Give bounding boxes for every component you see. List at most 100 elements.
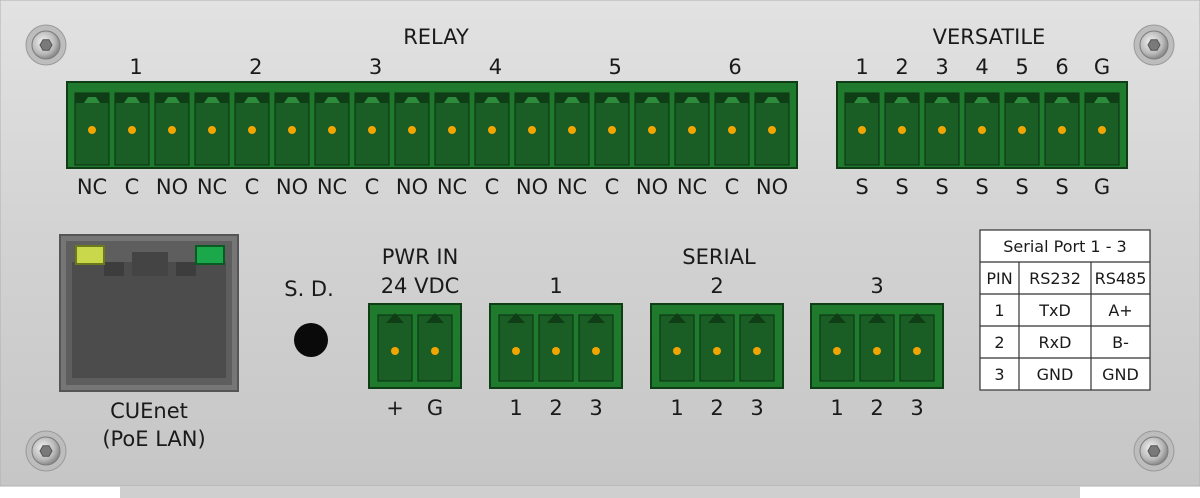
terminal-slot[interactable] xyxy=(964,92,1000,166)
serial-table-cell: A+ xyxy=(1108,301,1132,320)
relay-pin-label: C xyxy=(125,175,140,199)
pin-dot xyxy=(431,347,439,355)
pin-dot xyxy=(728,126,736,134)
relay-pin-label: NC xyxy=(557,175,587,199)
terminal-slot[interactable] xyxy=(234,92,270,166)
terminal-slot[interactable] xyxy=(274,92,310,166)
pin-dot xyxy=(128,126,136,134)
terminal-slot[interactable] xyxy=(1004,92,1040,166)
terminal-slot[interactable] xyxy=(659,313,695,382)
terminal-slot[interactable] xyxy=(394,92,430,166)
terminal-slot[interactable] xyxy=(754,92,790,166)
serial-port-2[interactable] xyxy=(650,303,784,389)
terminal-slot[interactable] xyxy=(314,92,350,166)
versatile-pin-label: S xyxy=(1015,175,1028,199)
terminal-slot[interactable] xyxy=(594,92,630,166)
terminal-slot[interactable] xyxy=(634,92,670,166)
serial-table-cell: B- xyxy=(1112,333,1129,352)
terminal-slot[interactable] xyxy=(154,92,190,166)
serial-table-header: RS485 xyxy=(1095,269,1147,288)
serial-table-cell: GND xyxy=(1102,365,1139,384)
terminal-slot[interactable] xyxy=(819,313,855,382)
pin-dot xyxy=(608,126,616,134)
terminal-slot[interactable] xyxy=(1044,92,1080,166)
relay-pin-label: C xyxy=(365,175,380,199)
power-title-line1: PWR IN xyxy=(382,245,459,269)
sd-button[interactable] xyxy=(294,323,328,357)
terminal-slot[interactable] xyxy=(474,92,510,166)
terminal-slot[interactable] xyxy=(514,92,550,166)
serial-pin-label: 1 xyxy=(509,396,522,420)
power-pin-label: + xyxy=(386,396,404,420)
relay-pin-label: NO xyxy=(396,175,428,199)
terminal-slot[interactable] xyxy=(417,313,453,382)
pin-dot xyxy=(688,126,696,134)
pin-dot xyxy=(978,126,986,134)
versatile-number-4: 4 xyxy=(975,55,988,79)
terminal-slot[interactable] xyxy=(1084,92,1120,166)
relay-number-6: 6 xyxy=(728,55,741,79)
pin-dot xyxy=(552,347,560,355)
relay-pin-label: NC xyxy=(77,175,107,199)
terminal-slot[interactable] xyxy=(554,92,590,166)
serial-port-3[interactable] xyxy=(810,303,944,389)
terminal-slot[interactable] xyxy=(844,92,880,166)
terminal-slot[interactable] xyxy=(498,313,534,382)
terminal-slot[interactable] xyxy=(899,313,935,382)
panel-bottom-lip xyxy=(120,486,1080,498)
terminal-slot[interactable] xyxy=(859,313,895,382)
relay-pin-label: C xyxy=(725,175,740,199)
serial-table-cell: 2 xyxy=(994,333,1004,352)
lan-label-line1: CUEnet xyxy=(110,399,188,423)
terminal-slot[interactable] xyxy=(377,313,413,382)
versatile-title: VERSATILE xyxy=(933,25,1046,49)
versatile-pin-label: G xyxy=(1094,175,1110,199)
pin-dot xyxy=(248,126,256,134)
terminal-slot[interactable] xyxy=(194,92,230,166)
terminal-slot[interactable] xyxy=(74,92,110,166)
pin-dot xyxy=(328,126,336,134)
versatile-pin-label: S xyxy=(975,175,988,199)
screw-bottom-left-icon xyxy=(25,430,67,472)
pin-dot xyxy=(898,126,906,134)
relay-pin-label: NO xyxy=(156,175,188,199)
serial-table-cell: 1 xyxy=(994,301,1004,320)
terminal-slot[interactable] xyxy=(884,92,920,166)
terminal-slot[interactable] xyxy=(354,92,390,166)
serial-port-1[interactable] xyxy=(489,303,623,389)
terminal-slot[interactable] xyxy=(699,313,735,382)
versatile-pin-label: S xyxy=(1055,175,1068,199)
serial-port-number: 3 xyxy=(870,274,883,298)
versatile-number-1: 1 xyxy=(855,55,868,79)
relay-terminal-block[interactable] xyxy=(66,81,798,169)
terminal-slot[interactable] xyxy=(114,92,150,166)
relay-pin-label: NC xyxy=(437,175,467,199)
terminal-slot[interactable] xyxy=(578,313,614,382)
versatile-pin-label: S xyxy=(855,175,868,199)
pin-dot xyxy=(391,347,399,355)
versatile-pin-label: S xyxy=(935,175,948,199)
serial-pin-label: 3 xyxy=(910,396,923,420)
relay-pin-label: NC xyxy=(317,175,347,199)
relay-number-4: 4 xyxy=(489,55,502,79)
relay-pin-label: C xyxy=(605,175,620,199)
pin-dot xyxy=(1098,126,1106,134)
pin-dot xyxy=(938,126,946,134)
terminal-slot[interactable] xyxy=(739,313,775,382)
terminal-slot[interactable] xyxy=(924,92,960,166)
lan-port[interactable] xyxy=(59,234,239,392)
terminal-slot[interactable] xyxy=(674,92,710,166)
relay-pin-label: NC xyxy=(197,175,227,199)
serial-port-number: 2 xyxy=(710,274,723,298)
pin-dot xyxy=(768,126,776,134)
relay-number-1: 1 xyxy=(129,55,142,79)
versatile-terminal-block[interactable] xyxy=(836,81,1128,169)
terminal-slot[interactable] xyxy=(714,92,750,166)
power-terminal-block[interactable] xyxy=(368,303,462,389)
terminal-slot[interactable] xyxy=(538,313,574,382)
relay-number-2: 2 xyxy=(249,55,262,79)
serial-table-header: PIN xyxy=(986,269,1012,288)
terminal-slot[interactable] xyxy=(434,92,470,166)
